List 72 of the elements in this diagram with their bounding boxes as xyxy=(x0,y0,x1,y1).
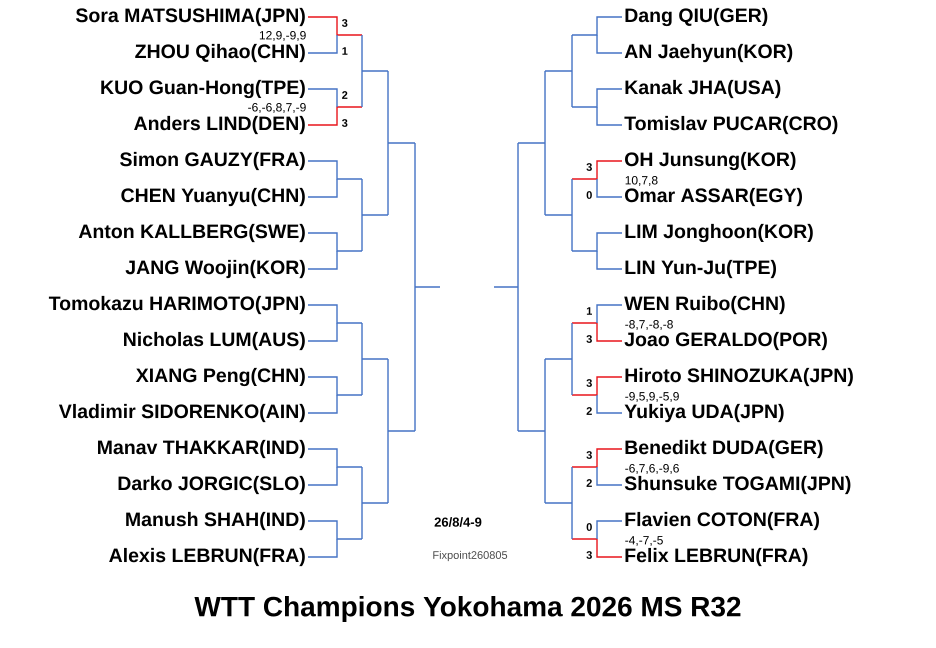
match-score: 3 xyxy=(586,451,592,459)
player-name: Omar ASSAR(EGY) xyxy=(625,188,802,206)
bracket-line xyxy=(308,88,362,126)
bracket-line xyxy=(308,16,362,54)
player-name: KUO Guan-Hong(TPE) xyxy=(101,80,305,98)
player-name: Sora MATSUSHIMA(JPN) xyxy=(76,8,305,26)
player-name: Hiroto SHINOZUKA(JPN) xyxy=(626,368,853,386)
player-name: OH Junsung(KOR) xyxy=(625,152,796,170)
match-score: 3 xyxy=(342,19,348,27)
player-name: Benedikt DUDA(GER) xyxy=(626,440,823,458)
match-score: 3 xyxy=(586,163,592,171)
player-name: Kanak JHA(USA) xyxy=(626,80,780,98)
player-name: WEN Ruibo(CHN) xyxy=(624,296,785,314)
set-scores: 10,7,8 xyxy=(626,176,658,186)
player-name: Vladimir SIDORENKO(AIN) xyxy=(58,404,305,422)
bracket-line xyxy=(572,16,622,54)
player-name: Anton KALLBERG(SWE) xyxy=(78,224,305,242)
bracket-line xyxy=(308,448,362,486)
player-name: Shunsuke TOGAMI(JPN) xyxy=(624,476,850,494)
match-score: 2 xyxy=(342,91,348,99)
match-score: 3 xyxy=(586,335,592,343)
bracket-line xyxy=(572,520,622,558)
bracket-line xyxy=(308,232,362,270)
player-name: Flavien COTON(FRA) xyxy=(626,512,819,530)
player-name: Anders LIND(DEN) xyxy=(134,116,305,134)
match-score: 2 xyxy=(586,407,592,415)
bracket-line xyxy=(308,304,362,342)
set-scores: -9,5,9,-5,9 xyxy=(625,392,679,402)
bracket-line xyxy=(308,376,362,414)
match-score: 1 xyxy=(342,47,348,55)
player-name: Joao GERALDO(POR) xyxy=(624,332,827,350)
set-scores: 12,9,-9,9 xyxy=(260,31,306,41)
player-name: Simon GAUZY(FRA) xyxy=(120,152,305,170)
set-scores: -6,-6,8,7,-9 xyxy=(248,103,306,113)
player-name: Felix LEBRUN(FRA) xyxy=(626,548,808,566)
title: WTT Champions Yokohama 2026 MS R32 xyxy=(194,596,740,622)
player-name: ZHOU Qihao(CHN) xyxy=(135,44,305,62)
player-name: Yukiya UDA(JPN) xyxy=(624,404,784,422)
date-note: 26/8/4-9 xyxy=(434,517,482,527)
player-name: Alexis LEBRUN(FRA) xyxy=(109,548,305,566)
match-score: 1 xyxy=(586,307,592,315)
player-name: AN Jaehyun(KOR) xyxy=(624,44,792,62)
player-name: Nicholas LUM(AUS) xyxy=(124,332,305,350)
set-scores: -6,7,6,-9,6 xyxy=(625,464,679,474)
match-score: 3 xyxy=(342,119,348,127)
bracket-line xyxy=(572,304,622,342)
player-name: CHEN Yuanyu(CHN) xyxy=(121,188,305,206)
bracket-line xyxy=(308,160,362,198)
bracket-line xyxy=(572,160,622,198)
match-score: 0 xyxy=(586,191,592,199)
player-name: LIN Yun-Ju(TPE) xyxy=(626,260,776,278)
player-name: XIANG Peng(CHN) xyxy=(136,368,305,386)
match-score: 3 xyxy=(586,551,592,559)
player-name: Dang QIU(GER) xyxy=(626,8,768,26)
player-name: JANG Woojin(KOR) xyxy=(126,260,305,278)
set-scores: -4,-7,-5 xyxy=(625,536,663,546)
player-name: Manush SHAH(IND) xyxy=(126,512,305,530)
set-scores: -8,7,-8,-8 xyxy=(625,320,673,330)
bracket-line xyxy=(572,448,622,486)
bracket-line xyxy=(572,88,622,126)
player-name: LIM Jonghoon(KOR) xyxy=(626,224,813,242)
match-score: 0 xyxy=(586,523,592,531)
player-name: Manav THAKKAR(IND) xyxy=(98,440,305,458)
credit-note: Fixpoint260805 xyxy=(433,550,508,562)
bracket-line xyxy=(572,376,622,414)
bracket-line xyxy=(308,520,362,558)
bracket-line xyxy=(572,232,622,270)
match-score: 3 xyxy=(586,379,592,387)
match-score: 2 xyxy=(586,479,592,487)
player-name: Tomislav PUCAR(CRO) xyxy=(624,116,838,134)
player-name: Tomokazu HARIMOTO(JPN) xyxy=(48,296,305,314)
player-name: Darko JORGIC(SLO) xyxy=(118,476,305,494)
